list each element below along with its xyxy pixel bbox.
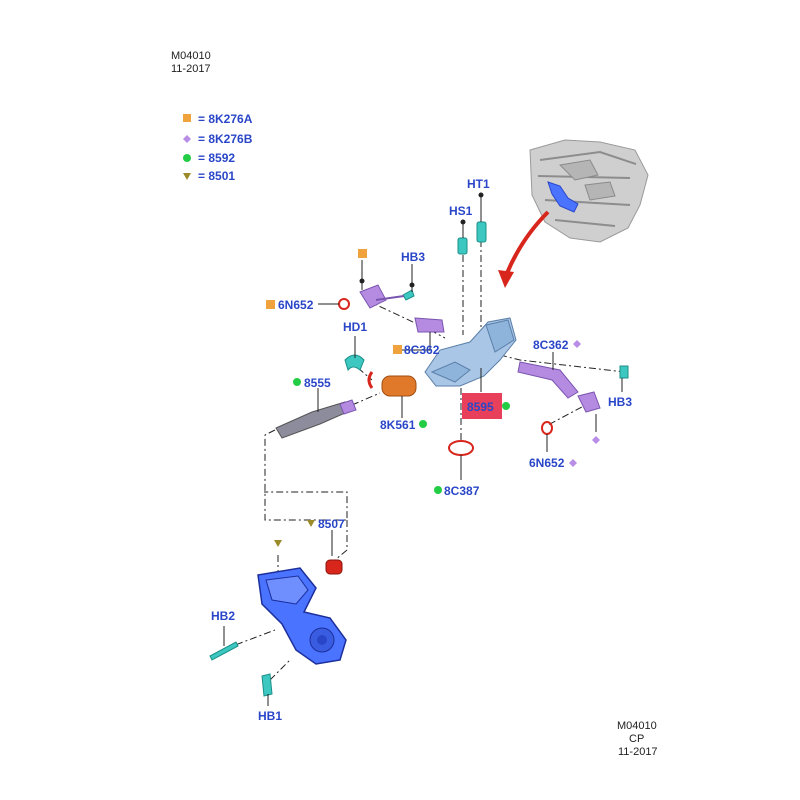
legend-triangle-icon (183, 173, 191, 180)
engine-highlight (547, 181, 579, 213)
label-6n652-left: 6N652 (278, 298, 314, 312)
label-8c362-left: 8C362 (404, 343, 440, 357)
seal-6n652-right (541, 421, 553, 435)
header-date: 11-2017 (171, 63, 211, 75)
callout-diamond-icon (569, 459, 577, 467)
legend: = 8K276A = 8K276B = 8592 = 8501 (183, 112, 253, 183)
legend-label-8k276b: = 8K276B (198, 132, 253, 146)
seal-8507 (325, 559, 343, 575)
callout-circle-icon (293, 378, 301, 386)
callout-diamond-icon (592, 436, 600, 444)
callout-square-icon (266, 300, 275, 309)
footer-cp: CP (629, 733, 644, 745)
part-highlight-8595 (462, 393, 502, 419)
bracket-8k276a-top (359, 284, 405, 309)
dash-8555-8k561 (351, 392, 381, 406)
dash-6n652-right (547, 399, 596, 426)
thermostat-housing-8595 (424, 317, 517, 387)
hb2-bolt (209, 641, 239, 661)
callout-circle-icon (419, 420, 427, 428)
dash-8507 (334, 520, 348, 561)
callout-circle-icon (434, 486, 442, 494)
footer-code: M04010 (617, 720, 657, 732)
callout-diamond-icon (573, 340, 581, 348)
footer-date: 11-2017 (618, 746, 658, 758)
label-6n652-right: 6N652 (529, 456, 565, 470)
hose-8c362-left (414, 317, 445, 333)
label-hb2: HB2 (211, 609, 235, 623)
pointer-arrow (503, 210, 550, 279)
legend-label-8501: = 8501 (198, 169, 235, 183)
callout-square-icon (393, 345, 402, 354)
pipe-8k561 (367, 371, 417, 397)
callout-circle-icon (502, 402, 510, 410)
seal-6n652-left (338, 298, 350, 310)
legend-square-icon (183, 114, 191, 122)
label-8555: 8555 (304, 376, 331, 390)
header-code: M04010 (171, 50, 211, 62)
label-hb3-top: HB3 (401, 250, 425, 264)
hd1-clamp (344, 354, 365, 372)
label-8595: 8595 (467, 400, 494, 414)
label-ht1: HT1 (467, 177, 490, 191)
pointer-arrowhead (498, 270, 514, 288)
engine-image (529, 139, 649, 243)
dash-right-hose (499, 354, 626, 373)
label-hb3-right: HB3 (608, 395, 632, 409)
label-hb1: HB1 (258, 709, 282, 723)
dash-hb2 (221, 629, 276, 651)
callout-square-icon (358, 249, 367, 258)
dash-8555-down (264, 429, 348, 521)
legend-diamond-icon (183, 135, 191, 143)
hose-8c362-right (517, 361, 579, 399)
water-pump-8501 (257, 567, 347, 665)
hs1-fitting (457, 237, 468, 255)
label-hd1: HD1 (343, 320, 367, 334)
label-hs1: HS1 (449, 204, 473, 218)
legend-label-8k276a: = 8K276A (198, 112, 253, 126)
hb3-right-clip (619, 365, 629, 379)
bracket-8k276b-right (577, 391, 601, 413)
callout-triangle-icon (307, 520, 315, 527)
hb3-top-clip (402, 289, 415, 301)
hb1-bolt (261, 673, 273, 697)
label-8k561: 8K561 (380, 418, 416, 432)
oring-8c387 (448, 440, 474, 456)
legend-circle-icon (183, 154, 191, 162)
hose-8555 (275, 399, 357, 439)
ht1-fitting (476, 221, 487, 243)
legend-label-8592: = 8592 (198, 151, 235, 165)
label-8507: 8507 (318, 517, 345, 531)
label-8c387: 8C387 (444, 484, 480, 498)
callout-triangle-icon (274, 540, 282, 547)
label-8c362-right: 8C362 (533, 338, 569, 352)
dash-hb1 (269, 659, 291, 681)
